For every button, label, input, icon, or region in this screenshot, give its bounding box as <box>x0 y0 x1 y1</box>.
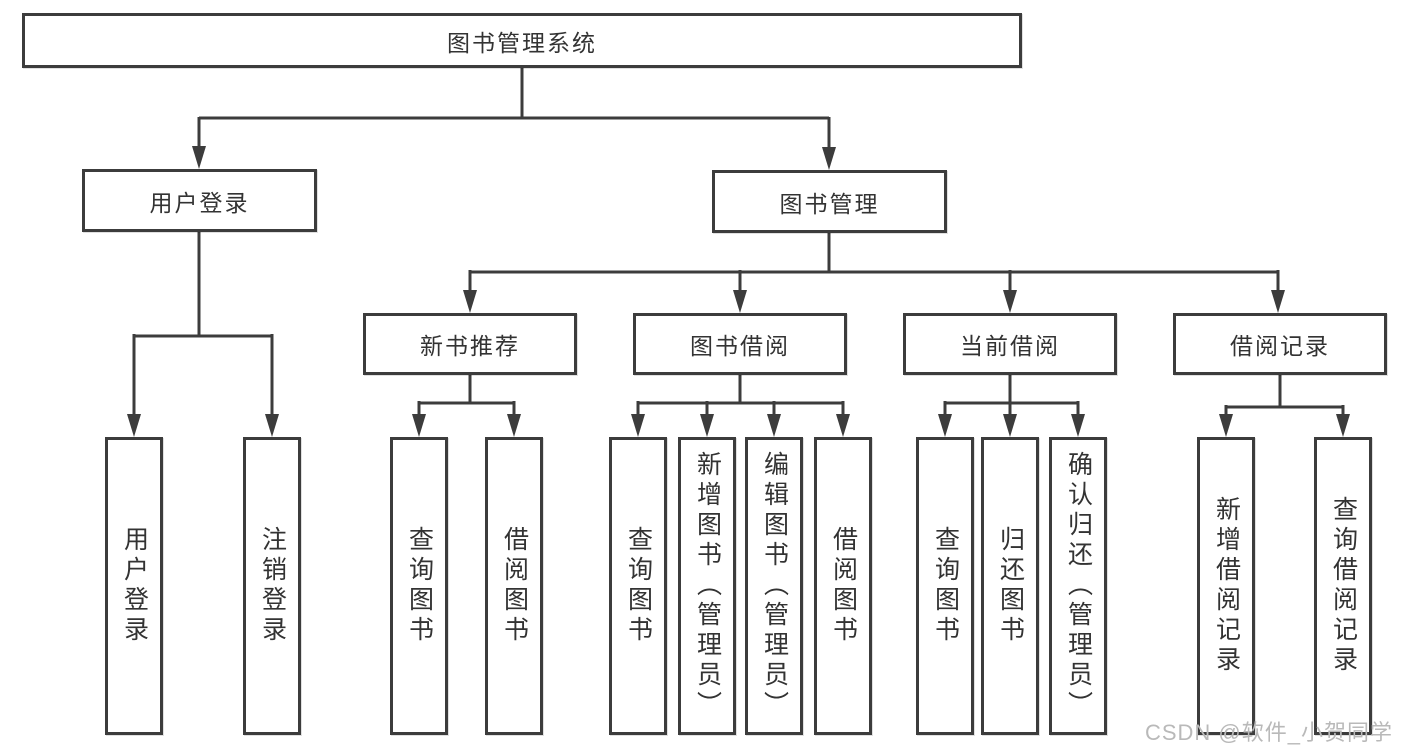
connector-book-borrow-to-leaves <box>631 374 850 437</box>
node-book-borrow: 图书借阅 <box>633 313 847 375</box>
node-root: 图书管理系统 <box>22 13 1022 68</box>
leaf-add-borrow-record: 新增借阅记录 <box>1197 437 1255 735</box>
leaf-query-books-1: 查询图书 <box>390 437 448 735</box>
connector-user-login-to-leaves <box>127 231 279 437</box>
leaf-confirm-return-admin: 确认归还（管理员） <box>1049 437 1107 735</box>
leaf-logout: 注销登录 <box>243 437 301 735</box>
leaf-edit-book-admin: 编辑图书（管理员） <box>745 437 803 735</box>
connector-borrow-records-to-leaves <box>1219 374 1350 437</box>
connector-book-mgmt-to-level2 <box>463 232 1285 313</box>
leaf-query-borrow-record: 查询借阅记录 <box>1314 437 1372 735</box>
node-user-login: 用户登录 <box>82 169 317 232</box>
leaf-query-books-2: 查询图书 <box>609 437 667 735</box>
connector-new-books-to-leaves <box>412 374 521 437</box>
node-borrow-records: 借阅记录 <box>1173 313 1387 375</box>
node-current-borrow: 当前借阅 <box>903 313 1117 375</box>
node-book-mgmt: 图书管理 <box>712 170 947 233</box>
leaf-borrow-books-2: 借阅图书 <box>814 437 872 735</box>
leaf-add-book-admin: 新增图书（管理员） <box>678 437 736 735</box>
csdn-watermark: CSDN @软件_小贺同学 <box>1144 720 1393 745</box>
connector-current-borrow-to-leaves <box>938 374 1085 437</box>
leaf-user-login: 用户登录 <box>105 437 163 735</box>
leaf-return-book: 归还图书 <box>981 437 1039 735</box>
node-new-books: 新书推荐 <box>363 313 577 375</box>
connector-root-to-level1 <box>192 66 836 170</box>
leaf-query-books-3: 查询图书 <box>916 437 974 735</box>
leaf-borrow-books-1: 借阅图书 <box>485 437 543 735</box>
